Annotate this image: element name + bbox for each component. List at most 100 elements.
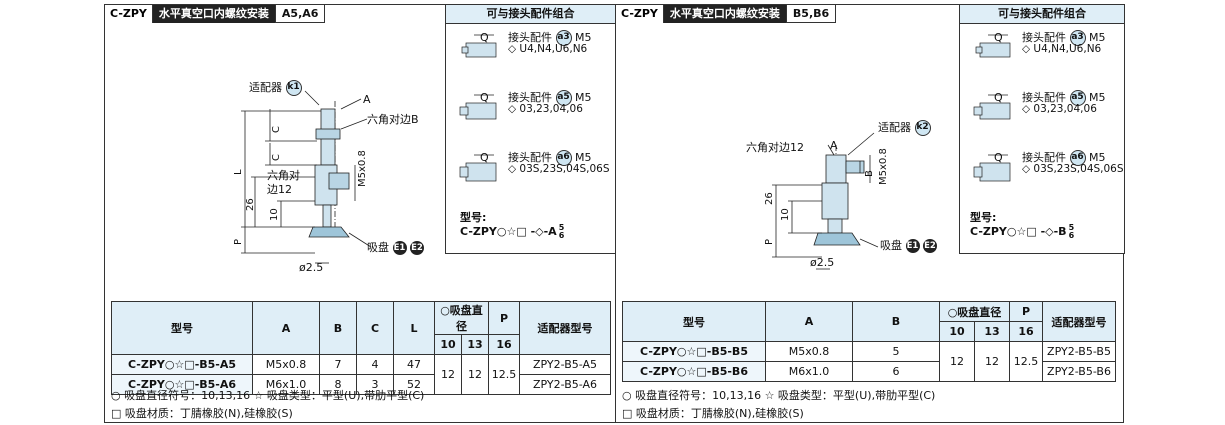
right-fitting-2-options: ◇ 03,23,04,06 — [1022, 103, 1097, 115]
right-dim-dia: ø2.5 — [810, 256, 835, 269]
left-dim-hex12-b: 边12 — [267, 183, 292, 196]
left-model-label: 型号: — [460, 211, 487, 224]
left-header-code: C-ZPY — [105, 5, 153, 23]
right-header-code: C-ZPY — [616, 5, 664, 23]
right-fitting-1-q: Q — [994, 31, 1003, 44]
left-dim-c2: C — [271, 154, 282, 161]
right-fitting-1-badge: a3 — [1069, 30, 1086, 46]
left-th-13: 13 — [461, 334, 489, 355]
left-dim-l: L — [233, 169, 244, 175]
right-adapter-badge: k2 — [914, 120, 931, 136]
left-dim-p: P — [233, 238, 244, 245]
right-th-b: B — [852, 301, 940, 342]
left-fitting-3-badge: a6 — [555, 150, 572, 166]
table-row: C-ZPY○☆□-B5-A6 M6x1.0 8 3 52 ZPY2-B5-A6 — [111, 374, 611, 395]
right-combo-title: 可与接头配件组合 — [960, 5, 1124, 24]
right-fitting-1-options: ◇ U4,N4,U6,N6 — [1022, 43, 1102, 55]
right-row1-b: 5 — [852, 341, 940, 362]
fitting-icon — [973, 154, 1011, 182]
right-fitting-3-badge: a6 — [1069, 150, 1086, 166]
left-th-l: L — [393, 301, 435, 355]
left-cup-e2: E2 — [410, 241, 424, 255]
left-row2-model: C-ZPY○☆□-B5-A6 — [111, 374, 253, 395]
left-fitting-3-q: Q — [480, 151, 489, 164]
right-dim-26: 26 — [764, 192, 775, 205]
left-th-b: B — [319, 301, 357, 355]
left-header-title: 水平真空口内螺纹安装 — [152, 5, 275, 23]
right-row1-model: C-ZPY○☆□-B5-B5 — [622, 341, 766, 362]
right-dim-m5: M5x0.8 — [878, 148, 889, 185]
left-dim-hex12-a: 六角对 — [267, 169, 300, 182]
fitting-icon — [975, 34, 1011, 58]
right-fitting-1-name: 接头配件 a3 M5 — [1022, 30, 1106, 46]
left-cup-label: 吸盘 E1 E2 — [367, 241, 424, 255]
right-dim-10: 10 — [780, 208, 791, 221]
left-row1-adapter: ZPY2-B5-A5 — [519, 354, 611, 375]
table-row: C-ZPY○☆□-B5-A5 M5x0.8 7 4 47 12 12 12.5 … — [111, 354, 611, 395]
left-th-model: 型号 — [111, 301, 253, 355]
left-th-adapter: 适配器型号 — [519, 301, 611, 355]
left-spec-table: 型号 A B C L ○吸盘直径 P 适配器型号 10 13 16 C-ZPY○… — [111, 301, 611, 395]
left-dim-m5: M5x0.8 — [357, 150, 368, 187]
right-th-13: 13 — [974, 321, 1010, 342]
left-p16: 12.5 — [488, 354, 520, 395]
left-fitting-2-badge: a5 — [555, 90, 572, 106]
fitting-icon — [461, 34, 497, 58]
left-row1-a: M5x0.8 — [252, 354, 320, 375]
right-th-16: 16 — [1009, 321, 1043, 342]
left-fitting-2-name: 接头配件 a5 M5 — [508, 90, 592, 106]
left-row1-c: 4 — [356, 354, 394, 375]
left-th-16: 16 — [488, 334, 520, 355]
right-row1-a: M5x0.8 — [765, 341, 853, 362]
left-dim-c1: C — [271, 126, 282, 133]
right-cup-e1: E1 — [905, 239, 920, 253]
left-dim-hex-b: 六角对边B — [367, 113, 419, 126]
right-row2-adapter: ZPY2-B5-B6 — [1042, 361, 1116, 382]
left-fitting-3-options: ◇ 03S,23S,04S,06S — [508, 163, 610, 175]
left-row1-model: C-ZPY○☆□-B5-A5 — [111, 354, 253, 375]
left-dim-a: A — [363, 93, 371, 106]
right-adapter-label: 适配器 k2 — [878, 120, 931, 136]
left-fitting-1-q: Q — [480, 31, 489, 44]
left-fitting-2-options: ◇ 03,23,04,06 — [508, 103, 583, 115]
left-header: C-ZPY 水平真空口内螺纹安装 A5,A6 — [105, 5, 326, 23]
right-note-1: ○ 吸盘直径符号：10,13,16 ☆ 吸盘类型：平型(U),带肋平型(C) — [622, 389, 936, 402]
left-header-tag: A5,A6 — [274, 5, 326, 23]
right-cup-label: 吸盘 E1 E2 — [880, 239, 937, 253]
right-p13: 12 — [974, 341, 1010, 382]
left-row1-l: 47 — [393, 354, 435, 375]
left-dim-26: 26 — [245, 198, 256, 211]
fitting-icon — [459, 94, 497, 120]
left-adapter-badge: k1 — [285, 80, 302, 96]
right-cup-e2: E2 — [923, 239, 937, 253]
left-th-10: 10 — [434, 334, 462, 355]
right-header-title: 水平真空口内螺纹安装 — [663, 5, 786, 23]
right-th-model: 型号 — [622, 301, 766, 342]
right-row1-adapter: ZPY2-B5-B5 — [1042, 341, 1116, 362]
right-fitting-2-q: Q — [994, 91, 1003, 104]
right-note-2: □ 吸盘材质：丁腈橡胶(N),硅橡胶(S) — [622, 407, 804, 420]
left-fitting-2-q: Q — [480, 91, 489, 104]
table-row: C-ZPY○☆□-B5-B6 M6x1.0 6 ZPY2-B5-B6 — [622, 361, 1116, 382]
right-th-a: A — [765, 301, 853, 342]
left-combo-title: 可与接头配件组合 — [446, 5, 615, 24]
left-th-a: A — [252, 301, 320, 355]
left-fitting-1-name: 接头配件 a3 M5 — [508, 30, 592, 46]
fitting-icon — [459, 154, 497, 182]
right-fitting-3-name: 接头配件 a6 M5 — [1022, 150, 1106, 166]
left-dim-10: 10 — [269, 208, 280, 221]
right-fitting-2-name: 接头配件 a5 M5 — [1022, 90, 1106, 106]
right-row2-a: M6x1.0 — [765, 361, 853, 382]
right-dim-hex12: 六角对边12 — [746, 141, 804, 154]
right-th-dia: ○吸盘直径 — [939, 301, 1010, 322]
left-row1-b: 7 — [319, 354, 357, 375]
left-dim-dia: ø2.5 — [299, 261, 324, 274]
right-dim-a: A — [830, 139, 838, 152]
right-fitting-3-q: Q — [994, 151, 1003, 164]
left-combo-box: 可与接头配件组合 Q 接头配件 a3 M5 ◇ U4,N4,U6,N6 Q 接头… — [445, 4, 616, 254]
left-fitting-1-options: ◇ U4,N4,U6,N6 — [508, 43, 588, 55]
right-p10: 12 — [939, 341, 975, 382]
right-spec-table: 型号 A B ○吸盘直径 P 适配器型号 10 13 16 C-ZPY○☆□-B… — [622, 301, 1116, 382]
left-cup-e1: E1 — [392, 241, 407, 255]
